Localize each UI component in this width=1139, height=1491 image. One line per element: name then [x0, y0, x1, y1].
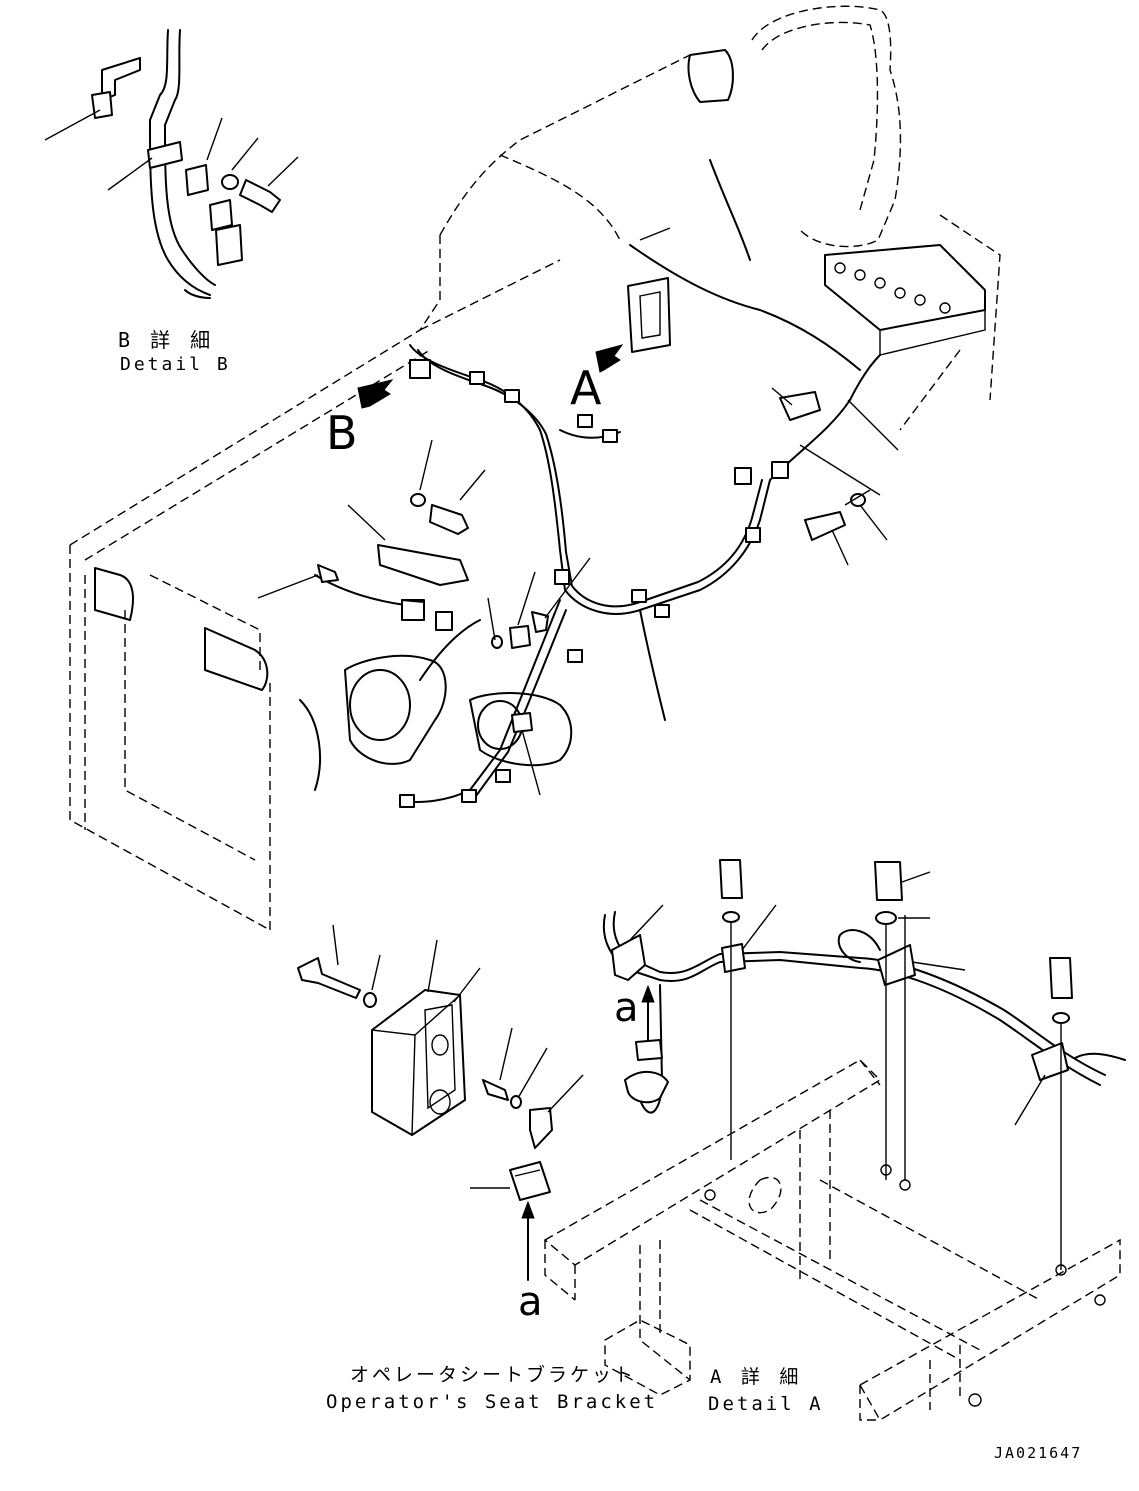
clip-sb [529, 1107, 553, 1149]
bracket-main [377, 544, 469, 586]
clamp-a2 [721, 943, 746, 973]
detail-a-title-jp: A 詳 細 [710, 1366, 803, 1388]
bolt-sb [297, 957, 361, 999]
bolt-a2 [874, 861, 903, 901]
washer-a2 [875, 911, 897, 925]
bolt-a1 [719, 859, 743, 899]
washer-sb [363, 992, 377, 1008]
arrow-a [595, 344, 624, 373]
bolt-sb2 [482, 1079, 509, 1101]
sensor [317, 564, 339, 583]
bolt-right [804, 511, 846, 541]
seat-bracket-drawing [297, 924, 584, 1281]
frame-rear [859, 1238, 1121, 1421]
fuse-holder [627, 277, 671, 353]
detail-a-drawing [543, 859, 1126, 1421]
view-label-a: A [570, 361, 602, 415]
frame-crossbar [543, 1059, 882, 1266]
washer-b [221, 174, 239, 190]
control-box [824, 244, 986, 331]
starter-motor [469, 692, 573, 767]
nut-main [509, 625, 531, 649]
bolt-b [239, 179, 281, 213]
drawing-number: JA021647 [994, 1444, 1083, 1462]
engine-housing [344, 654, 447, 765]
direction-mark-right: a [614, 985, 639, 1031]
lamp-right [204, 627, 269, 691]
clamp-a1 [611, 934, 646, 981]
relay-main [779, 391, 821, 421]
seat-headrest-block [687, 49, 734, 103]
view-label-b: B [326, 406, 358, 460]
grommet-a [624, 1071, 669, 1104]
machine-outline [69, 5, 1001, 931]
detail-b-drawing [44, 29, 299, 299]
clamp-b [147, 141, 183, 169]
seat-bracket-title-en: Operator's Seat Bracket [326, 1391, 659, 1413]
nut-a [635, 1039, 663, 1061]
connector-b [215, 224, 243, 266]
lamp-left [94, 567, 134, 621]
bolt-main [429, 504, 469, 535]
clip-b [91, 91, 113, 119]
washer-right [850, 493, 866, 507]
clamp-a4 [1031, 1042, 1069, 1081]
view-arrows [357, 344, 624, 409]
arrow-b [357, 379, 394, 409]
detail-b-title-en: Detail B [120, 354, 231, 375]
detail-b-title-jp: B 詳 細 [118, 328, 215, 352]
relay-sb [509, 1161, 551, 1201]
clamp-a3 [877, 944, 916, 986]
bolt-a3 [1049, 957, 1073, 999]
seat-box [371, 989, 466, 1136]
detail-a-title-en: Detail A [708, 1393, 824, 1415]
seat-bracket-title-jp: オペレータシートブラケット [350, 1364, 637, 1386]
wiring-harness [257, 49, 986, 808]
direction-mark-left: a [518, 1279, 543, 1325]
clamp-b2 [185, 164, 209, 196]
